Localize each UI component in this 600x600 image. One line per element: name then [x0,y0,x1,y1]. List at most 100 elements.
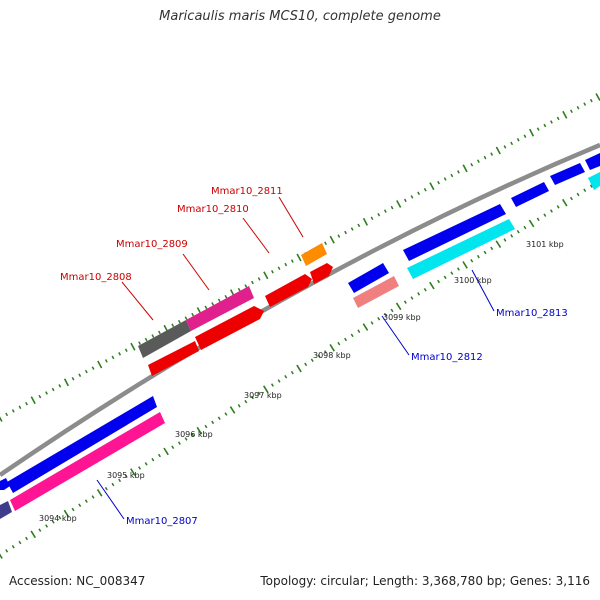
inner-scale-tick [569,196,573,201]
outer-scale-tick [138,341,141,345]
outer-scale-tick [130,342,136,351]
inner-scale-tick [18,540,22,545]
gene-label-mmar10-2813[interactable]: Mmar10_2813 [496,308,568,319]
outer-scale-tick [510,141,514,146]
outer-scale-tick [495,146,501,155]
gene-feature-reverse-dark[interactable] [0,501,12,519]
inner-scale-tick [476,254,480,259]
outer-scale-tick [151,334,155,338]
outer-scale-tick [158,330,161,335]
outer-scale-tick [423,187,427,192]
inner-scale-tick [337,341,341,346]
outer-scale-tick [437,180,440,185]
inner-scale-tick [263,385,269,394]
outer-scale-tick [396,200,402,208]
inner-scale-tick [25,536,29,541]
outer-scale-tick [403,198,407,203]
gene-feature-forward-4[interactable] [310,263,333,284]
outer-scale-tick [84,369,88,374]
inner-scale-tick [163,447,169,456]
accession-text: Accession: NC_008347 [9,574,146,588]
outer-scale-tick [111,355,115,360]
inner-scale-tick [310,358,314,362]
inner-scale-tick [11,545,15,549]
label-line-mmar10-2812 [381,315,410,356]
outer-scale-tick [329,235,335,244]
outer-scale-tick [277,266,281,270]
gene-feature-forward-3[interactable] [265,274,312,307]
gene-label-mmar10-2808[interactable]: Mmar10_2808 [60,272,132,283]
gene-feature-reverse-blue-long[interactable] [7,396,157,493]
inner-scale-tick [171,445,175,449]
outer-scale-tick [237,287,241,292]
outer-scale-tick [324,241,327,245]
outer-scale-tick [184,316,188,320]
gene-feature-reverse-blue-small-3[interactable] [585,153,600,170]
label-line-mmar10-2807 [96,479,125,520]
outer-scale-tick [523,134,527,138]
tick-marks-inner [0,178,600,559]
label-line-mmar10-2813 [471,269,495,312]
inner-scale-tick [403,300,407,304]
outer-scale-tick [429,182,435,191]
scale-label-3099: 3099 kbp [383,313,421,322]
inner-scale-tick [224,412,228,416]
inner-scale-tick [104,486,108,491]
gene-feature-reverse-blue-mid[interactable] [403,204,506,261]
inner-scale-tick [470,259,474,263]
label-line-mmar10-2811 [278,196,304,238]
gene-feature-mmar10-2807[interactable] [10,412,165,511]
outer-scale-tick [562,110,568,119]
outer-scale-tick [450,173,454,178]
gene-feature-reverse-blue-small-1[interactable] [511,182,549,207]
gene-feature-mmar10-2813[interactable] [407,219,515,279]
gene-label-mmar10-2807[interactable]: Mmar10_2807 [126,516,198,527]
gene-label-mmar10-2810[interactable]: Mmar10_2810 [177,204,249,215]
outer-scale-tick [595,93,600,101]
inner-scale-tick [516,230,520,234]
gene-feature-reverse-2812a[interactable] [348,263,389,293]
inner-scale-tick [583,188,587,192]
inner-scale-tick [456,267,460,271]
gene-feature-reverse-blue-small-2[interactable] [550,163,585,185]
gene-feature-reverse-left[interactable] [0,478,10,490]
gene-feature-mmar10-2812[interactable] [353,276,399,308]
gene-feature-mmar10-2810[interactable] [195,306,264,350]
scale-label-3100: 3100 kbp [454,276,492,285]
gene-feature-reverse-cyan-edge[interactable] [588,172,600,190]
inner-scale-tick [277,379,281,383]
gene-label-mmar10-2811[interactable]: Mmar10_2811 [211,186,283,197]
inner-scale-tick [390,308,394,313]
outer-scale-tick [91,366,95,370]
inner-scale-tick [437,279,441,284]
outer-scale-tick [217,298,221,303]
outer-scale-tick [244,284,248,288]
gene-feature-mmar10-2811[interactable] [301,243,327,266]
inner-scale-tick [528,219,535,228]
gene-feature-mmar10-2808[interactable] [138,320,191,358]
outer-scale-tick [284,262,288,267]
outer-scale-tick [370,216,374,221]
inner-scale-tick [357,329,361,333]
gene-label-mmar10-2812[interactable]: Mmar10_2812 [411,352,483,363]
gene-feature-forward-1[interactable] [148,341,199,376]
map-title: Maricaulis maris MCS10, complete genome [159,9,441,24]
scale-label-3101: 3101 kbp [526,240,564,249]
inner-scale-tick [45,524,49,528]
inner-scale-tick [5,549,9,553]
outer-scale-tick [63,378,70,387]
inner-scale-tick [91,495,95,499]
outer-scale-tick [377,212,381,217]
outer-scale-tick [45,391,48,395]
outer-scale-tick [490,152,494,156]
outer-scale-tick [536,127,540,131]
inner-scale-tick [510,234,514,238]
outer-scale-tick [344,230,347,235]
inner-scale-tick [211,420,215,425]
outer-scale-tick [290,259,294,263]
outer-scale-tick [11,409,15,413]
inner-scale-tick [124,474,128,478]
gene-feature-mmar10-2809[interactable] [186,286,254,331]
gene-label-mmar10-2809[interactable]: Mmar10_2809 [116,239,188,250]
